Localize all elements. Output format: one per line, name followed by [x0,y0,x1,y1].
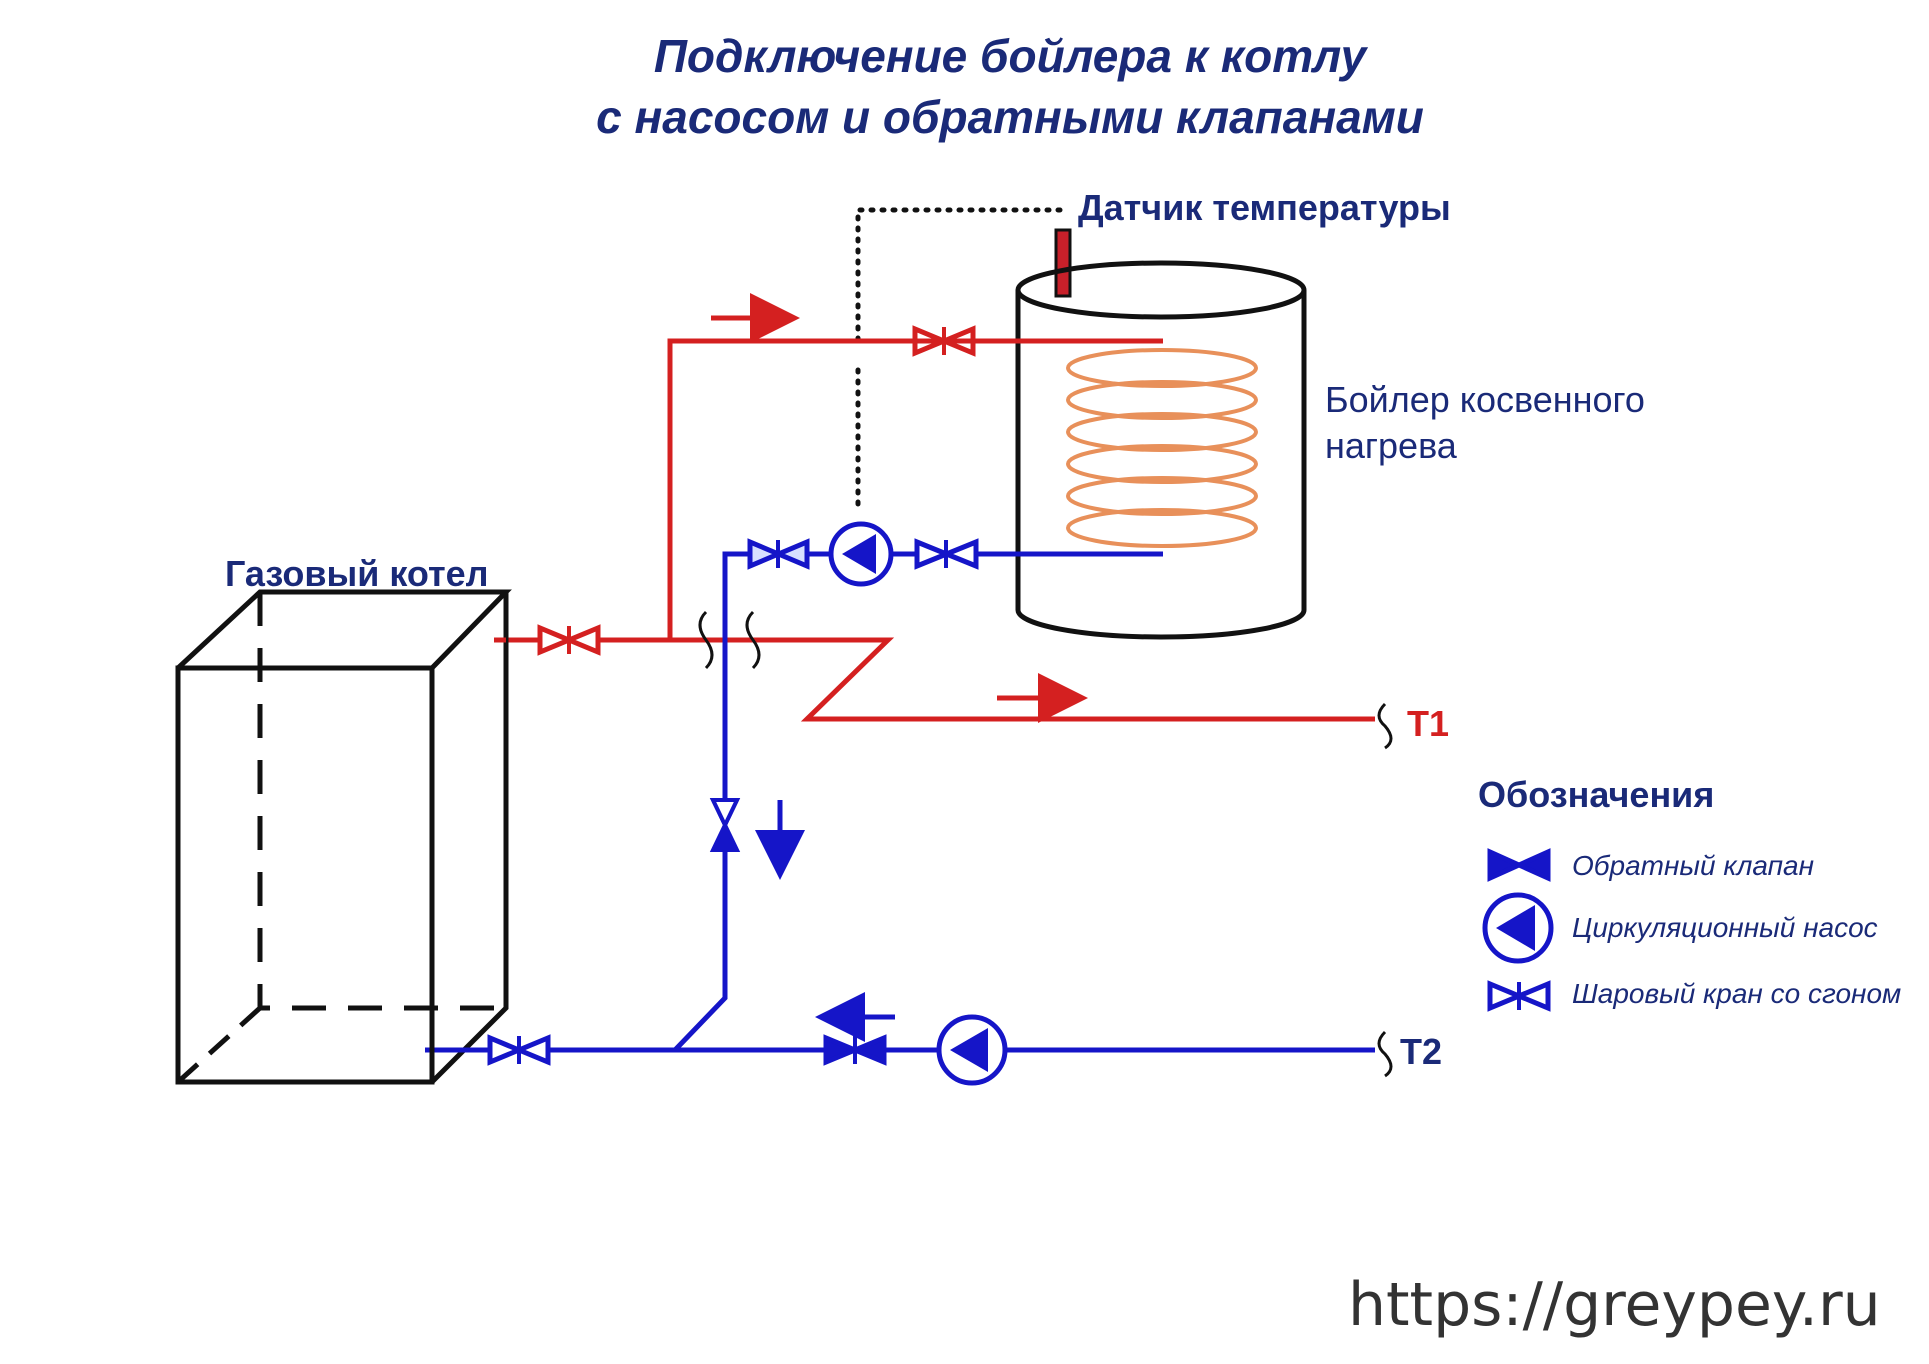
legend-item-check-valve: Обратный клапан [1572,850,1814,881]
gas-boiler [175,589,512,1085]
check-valve-icon [747,538,810,570]
t2-label: T2 [1400,1031,1442,1072]
title-line2: с насосом и обратными клапанами [596,91,1424,143]
legend-item-circulation-pump: Циркуляционный насос [1572,912,1878,943]
check-valve-icon [823,1034,887,1066]
pipe-break-mark [745,610,761,670]
legend: Обозначения Обратный клапан Циркуляционн… [1478,774,1901,1012]
boiler-label-line2: нагрева [1325,425,1458,466]
pipe-break-mark [698,610,714,670]
legend-item-ball-valve: Шаровый кран со сгоном [1572,978,1901,1009]
pipe-break-mark [1377,702,1393,750]
pipe-break-mark [1377,1030,1393,1078]
circulation-pump-icon [1482,892,1554,964]
ball-valve-icon [537,624,601,656]
title-line1: Подключение бойлера к котлу [654,30,1369,82]
ball-valve-icon [912,325,976,357]
check-valve-icon [709,798,741,852]
t1-label: T1 [1407,703,1449,744]
sensor-label: Датчик температуры [1078,187,1451,228]
watermark-url: https://greypey.ru [1348,1270,1881,1340]
supply-pipes [494,293,1375,723]
gas-boiler-label: Газовый котел [225,553,489,594]
temperature-sensor-icon [1054,228,1072,298]
ball-valve-icon [1487,980,1551,1012]
ball-valve-icon [914,538,979,570]
sensor-wire [855,207,1065,343]
heating-coil [1066,348,1258,548]
check-valve-icon [1487,848,1551,882]
circulation-pump-icon [936,1014,1008,1086]
legend-title: Обозначения [1478,774,1714,815]
boiler-label-line1: Бойлер косвенного [1325,379,1645,420]
circulation-pump-icon [828,521,894,587]
ball-valve-icon [487,1034,551,1066]
